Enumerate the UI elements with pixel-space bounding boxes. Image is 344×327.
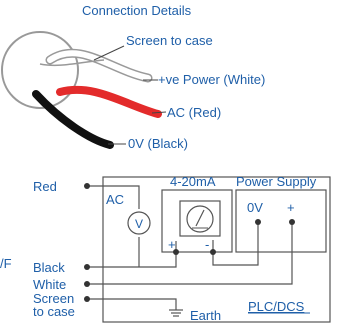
earth-label: Earth	[190, 308, 221, 323]
red-label: Red	[33, 179, 57, 194]
power-supply-label: Power Supply	[236, 174, 317, 189]
black-wire	[32, 90, 114, 149]
voltmeter-letter: V	[135, 217, 143, 231]
voltmeter-symbol	[127, 211, 151, 235]
zero-black-label: 0V (Black)	[128, 136, 188, 151]
earth-icon	[169, 309, 183, 317]
ac-label: AC	[106, 192, 124, 207]
wire-white	[87, 222, 293, 285]
wire-screen	[87, 298, 177, 310]
plc-box	[102, 176, 331, 323]
loop-box-label: 4-20mA	[170, 174, 216, 189]
loop-plus-label: +	[168, 237, 176, 252]
cut-off-label: /F	[0, 256, 12, 271]
ps-zero-label: 0V	[247, 200, 263, 215]
red-wire	[56, 85, 162, 118]
plc-label: PLC/DCS	[248, 299, 305, 314]
wire-red	[87, 185, 140, 209]
screen-label-line2: to case	[33, 304, 75, 319]
terminal-dots	[84, 183, 295, 302]
screen-label-line1: Screen	[33, 291, 74, 306]
screen-leader	[93, 45, 125, 61]
diagram-title: Connection Details	[82, 3, 192, 18]
white-label: White	[33, 277, 66, 292]
black-label: Black	[33, 260, 65, 275]
cable-illustration: Screen to case +ve Power (White) AC (Red…	[1, 31, 265, 151]
wire-black	[87, 252, 177, 268]
ps-plus-label: +	[287, 200, 295, 215]
wiring-schematic	[87, 176, 331, 323]
meter-square	[179, 200, 221, 237]
ac-red-label: AC (Red)	[167, 105, 221, 120]
screen-to-case-label: Screen to case	[126, 33, 213, 48]
power-supply-box	[235, 189, 327, 253]
cable-end-ring	[1, 31, 79, 109]
loop-box	[161, 189, 233, 253]
power-white-label: +ve Power (White)	[158, 72, 265, 87]
loop-minus-label: -	[205, 237, 209, 252]
ac-leader	[151, 111, 167, 114]
gauge-icon	[186, 205, 214, 233]
screen-wire	[39, 59, 105, 67]
